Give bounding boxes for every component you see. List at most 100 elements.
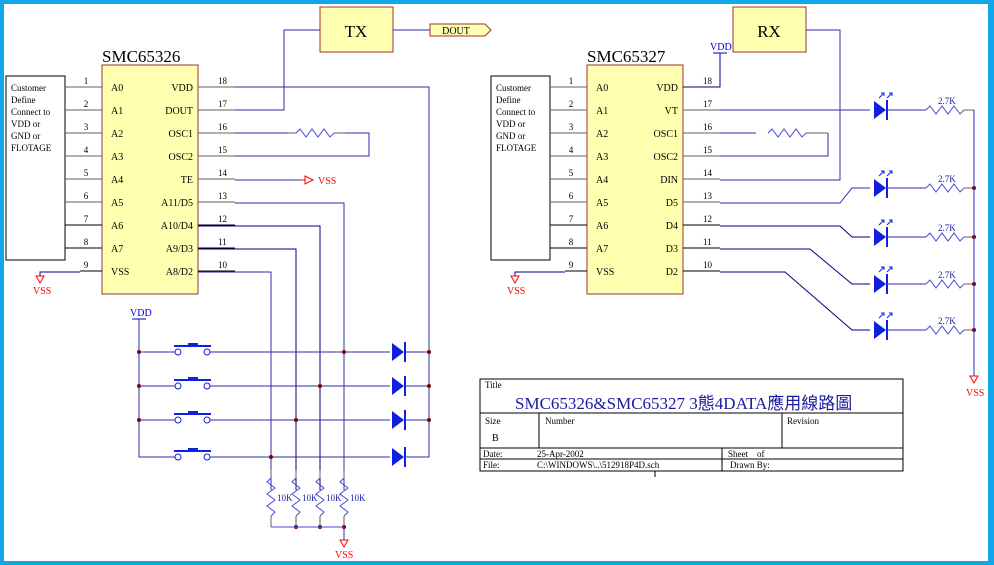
chip-name-smc65327: SMC65327 <box>587 47 666 66</box>
customer-note-line: Connect to <box>496 107 536 117</box>
number-label: Number <box>545 416 575 426</box>
chip-name-smc65326: SMC65326 <box>102 47 180 66</box>
led-resistor[interactable] <box>925 105 965 115</box>
resistor-value: 2.7K <box>938 96 956 106</box>
tx-module[interactable] <box>319 6 394 53</box>
pin-number: 14 <box>218 168 228 178</box>
vss-symbol-te <box>304 175 315 185</box>
chip-pins-smc65326: 1A02A13A24A35A46A57A68A79VSS18VDD17DOUT1… <box>65 76 235 278</box>
rx-module[interactable] <box>732 6 807 53</box>
pin-number: 9 <box>569 260 574 270</box>
pin-number: 3 <box>84 122 89 132</box>
led[interactable] <box>874 312 893 340</box>
led[interactable] <box>874 266 893 294</box>
pin-number: 10 <box>218 260 228 270</box>
pin-number: 12 <box>703 214 712 224</box>
pin-label: OSC1 <box>169 129 193 140</box>
pin-label: A11/D5 <box>161 198 193 209</box>
file-label: File: <box>483 460 500 470</box>
resistor-value: 2.7K <box>938 316 956 326</box>
led[interactable] <box>874 219 893 247</box>
rx-label: RX <box>757 22 781 41</box>
pin-label: A1 <box>596 106 608 117</box>
diode[interactable] <box>392 447 406 467</box>
led-resistor[interactable] <box>925 279 965 289</box>
pin-label: D5 <box>666 198 678 209</box>
dout-port-label: DOUT <box>442 26 470 37</box>
pin-label: A3 <box>596 152 608 163</box>
pin-label: VT <box>665 106 678 117</box>
pin-label: OSC2 <box>169 152 193 163</box>
push-button-switch[interactable] <box>174 448 211 461</box>
vss-label-pulldown: VSS <box>335 550 353 561</box>
resistor-value: 10K <box>326 493 342 503</box>
dout-port[interactable] <box>429 23 492 37</box>
pin-label: A6 <box>596 221 608 232</box>
resistor-value: 10K <box>350 493 366 503</box>
pin-label: A10/D4 <box>161 221 193 232</box>
pin-number: 14 <box>703 168 713 178</box>
pin-number: 17 <box>218 99 228 109</box>
vss-symbol-right-chip <box>510 275 520 285</box>
pin-label: VDD <box>656 83 678 94</box>
date-label: Date: <box>483 449 503 459</box>
led[interactable] <box>874 170 893 198</box>
pin-label: A8/D2 <box>166 267 193 278</box>
customer-note-line: FLOTAGE <box>496 143 537 153</box>
schematic-title: SMC65326&SMC65327 3態4DATA應用線路圖 <box>515 393 852 413</box>
pin-label: VSS <box>596 267 614 278</box>
pin-label: D2 <box>666 267 678 278</box>
vss-label-right-chip: VSS <box>507 286 525 297</box>
pin-number: 13 <box>703 191 713 201</box>
pin-label: D4 <box>666 221 678 232</box>
customer-note-line: VDD or <box>496 119 525 129</box>
customer-note-line: Define <box>496 95 521 105</box>
resistor-value: 10K <box>302 493 318 503</box>
title-label: Title <box>485 380 502 390</box>
led[interactable] <box>874 92 893 120</box>
resistor-value: 2.7K <box>938 270 956 280</box>
pin-number: 2 <box>84 99 89 109</box>
chip-smc65326[interactable] <box>101 64 199 295</box>
customer-note-line: Connect to <box>11 107 51 117</box>
osc-resistor-left[interactable] <box>295 128 335 138</box>
pin-number: 5 <box>84 168 89 178</box>
led-resistor[interactable] <box>925 232 965 242</box>
vss-label-right: VSS <box>966 388 984 399</box>
vss-symbol-left <box>35 275 45 285</box>
pin-label: A4 <box>111 175 123 186</box>
pin-number: 17 <box>703 99 713 109</box>
pin-label: VSS <box>111 267 129 278</box>
resistor-value: 2.7K <box>938 223 956 233</box>
switch-rows <box>137 342 431 467</box>
pin-number: 6 <box>84 191 89 201</box>
pin-number: 15 <box>703 145 713 155</box>
diode[interactable] <box>392 376 406 396</box>
pin-number: 18 <box>703 76 713 86</box>
pin-label: DIN <box>660 175 678 186</box>
push-button-switch[interactable] <box>174 377 211 390</box>
pin-number: 16 <box>703 122 713 132</box>
diode[interactable] <box>392 410 406 430</box>
pin-number: 7 <box>569 214 574 224</box>
customer-note-line: Define <box>11 95 36 105</box>
pin-label: OSC2 <box>654 152 678 163</box>
pin-label: A2 <box>596 129 608 140</box>
vdd-label-switches: VDD <box>130 308 152 319</box>
customer-note-box-right <box>490 75 551 261</box>
led-resistor[interactable] <box>925 325 965 335</box>
pin-label: A3 <box>111 152 123 163</box>
push-button-switch[interactable] <box>174 411 211 424</box>
led-resistor[interactable] <box>925 183 965 193</box>
pin-number: 7 <box>84 214 89 224</box>
file-value: C:\WINDOWS\..\512918P4D.sch <box>537 460 660 470</box>
led-rows: 2.7K2.7K2.7K2.7K2.7K <box>874 92 976 340</box>
pin-label: A5 <box>596 198 608 209</box>
osc-resistor-right[interactable] <box>767 128 807 138</box>
customer-note-line: Customer <box>496 83 531 93</box>
chip-pins-smc65327: 1A02A13A24A35A46A57A68A79VSS18VDD17VT16O… <box>550 76 720 278</box>
push-button-switch[interactable] <box>174 343 211 356</box>
diode[interactable] <box>392 342 406 362</box>
chip-smc65327[interactable] <box>586 64 684 295</box>
